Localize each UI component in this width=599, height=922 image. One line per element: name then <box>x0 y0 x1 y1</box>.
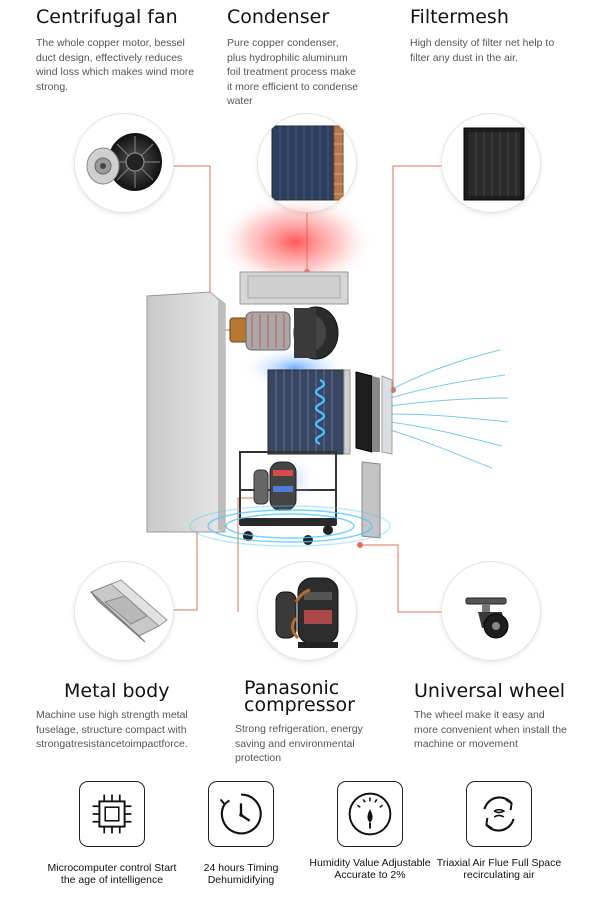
condenser-description: Pure copper condenser, plus hydrophilic … <box>227 37 359 107</box>
metal-body-title: Metal body <box>64 680 170 702</box>
panasonic-compressor-image <box>258 562 356 660</box>
compressor-title-line1: Panasonic <box>244 677 340 699</box>
centrifugal-fan-title: Centrifugal fan <box>36 6 178 28</box>
filtermesh-title: Filtermesh <box>410 6 509 28</box>
exploded-dehumidifier-illustration <box>146 200 509 547</box>
universal-wheel-description: The wheel make it easy and more convenie… <box>414 709 567 750</box>
compressor-title-line2: compressor <box>244 694 355 716</box>
hygrometer-icon <box>337 781 403 847</box>
centrifugal-fan-image <box>75 114 173 212</box>
filtermesh-description: High density of filter net help to filte… <box>410 37 555 64</box>
airflow-cycle-label: Triaxial Air Flue Full Space recirculati… <box>436 857 562 881</box>
universal-wheel-image <box>442 562 540 660</box>
condenser-title: Condenser <box>227 6 330 28</box>
metal-body-image <box>75 562 173 660</box>
clock-icon <box>208 781 274 847</box>
filtermesh-image <box>442 114 540 212</box>
condenser-image <box>258 114 356 212</box>
compressor-title: Panasonic compressor <box>244 677 355 716</box>
clock-label: 24 hours Timing Dehumidifying <box>203 862 279 886</box>
centrifugal-fan-description: The whole copper motor, bessel duct desi… <box>36 37 195 93</box>
microchip-label: Microcomputer control Start the age of i… <box>47 862 177 886</box>
metal-body-description: Machine use high strength metal fuselage… <box>36 709 188 750</box>
compressor-description: Strong refrigeration, energy saving and … <box>235 723 363 764</box>
airflow-cycle-icon <box>466 781 532 847</box>
universal-wheel-title: Universal wheel <box>414 680 566 702</box>
microchip-icon <box>79 781 145 847</box>
hygrometer-label: Humidity Value Adjustable Accurate to 2% <box>309 857 431 881</box>
